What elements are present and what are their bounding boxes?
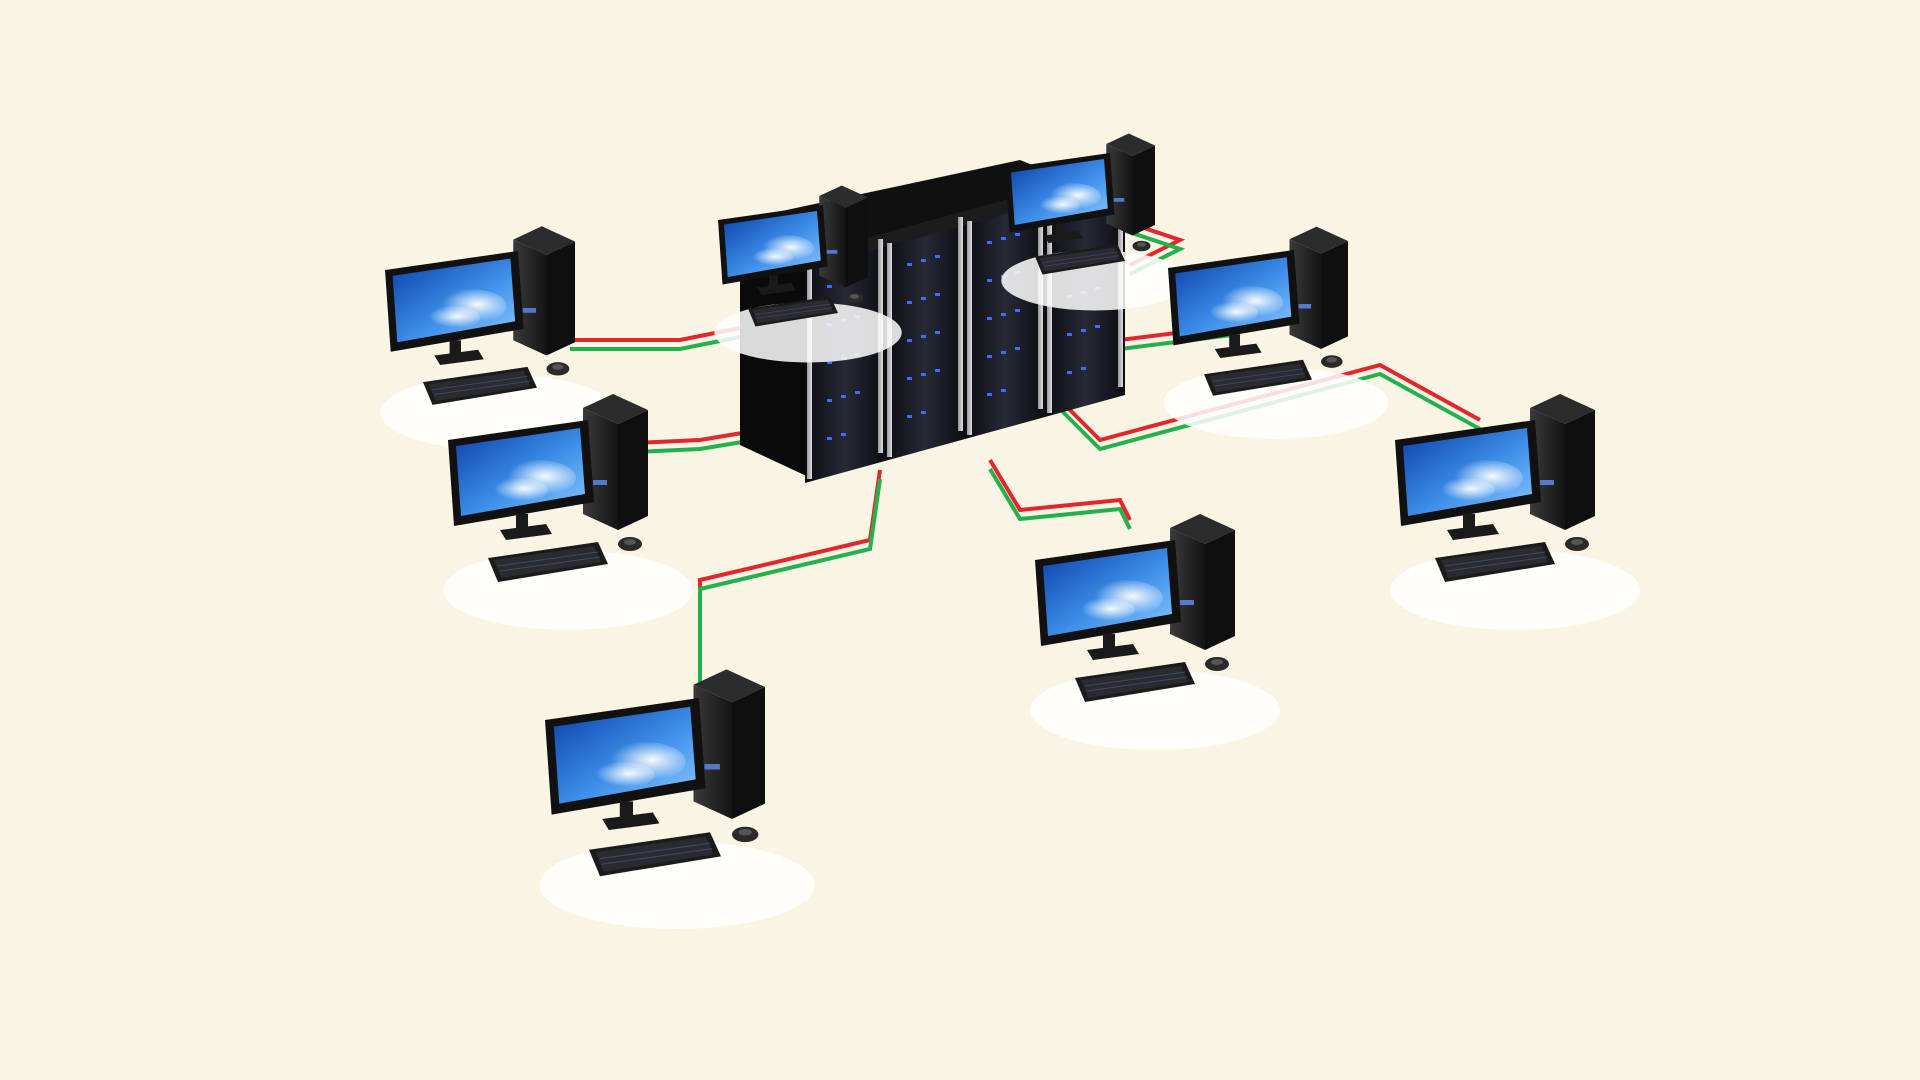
- server-led: [935, 369, 940, 372]
- server-led: [1081, 329, 1086, 332]
- server-led: [827, 285, 832, 288]
- link-outbound-line: [698, 469, 882, 700]
- server-led: [921, 373, 926, 376]
- link-inbound-line: [988, 467, 1132, 530]
- server-led: [1001, 351, 1006, 354]
- server-led: [987, 355, 992, 358]
- server-led: [855, 391, 860, 394]
- server-led: [827, 361, 832, 364]
- server-led: [1001, 237, 1006, 240]
- server-led: [935, 331, 940, 334]
- server-led: [921, 411, 926, 414]
- link-inbound-line: [698, 478, 882, 709]
- server-led: [1001, 389, 1006, 392]
- desktop-computer-icon[interactable]: [1029, 513, 1281, 751]
- server-led: [907, 301, 912, 304]
- server-led: [907, 339, 912, 342]
- desktop-computer-icon[interactable]: [1389, 393, 1641, 631]
- server-led: [1015, 233, 1020, 236]
- server-led: [987, 241, 992, 244]
- server-led: [907, 263, 912, 266]
- server-led: [1015, 309, 1020, 312]
- server-led: [1095, 325, 1100, 328]
- server-led: [907, 377, 912, 380]
- server-led: [827, 437, 832, 440]
- server-led: [827, 399, 832, 402]
- server-led: [987, 393, 992, 396]
- server-led: [935, 293, 940, 296]
- server-led: [987, 317, 992, 320]
- server-led: [1015, 347, 1020, 350]
- desktop-computer-icon[interactable]: [1163, 226, 1389, 440]
- server-led: [921, 335, 926, 338]
- server-led: [841, 395, 846, 398]
- server-led: [1067, 333, 1072, 336]
- link-ws-3: [698, 469, 882, 709]
- server-led: [1081, 367, 1086, 370]
- server-led: [841, 433, 846, 436]
- server-led: [987, 279, 992, 282]
- link-ws-7: [988, 458, 1132, 530]
- server-led: [907, 415, 912, 418]
- server-led: [935, 255, 940, 258]
- server-led: [1067, 371, 1072, 374]
- network-links: [570, 218, 1481, 709]
- server-led: [1001, 313, 1006, 316]
- link-outbound-line: [988, 458, 1132, 521]
- server-led: [921, 297, 926, 300]
- desktop-computer-icon[interactable]: [538, 668, 816, 930]
- server-led: [921, 259, 926, 262]
